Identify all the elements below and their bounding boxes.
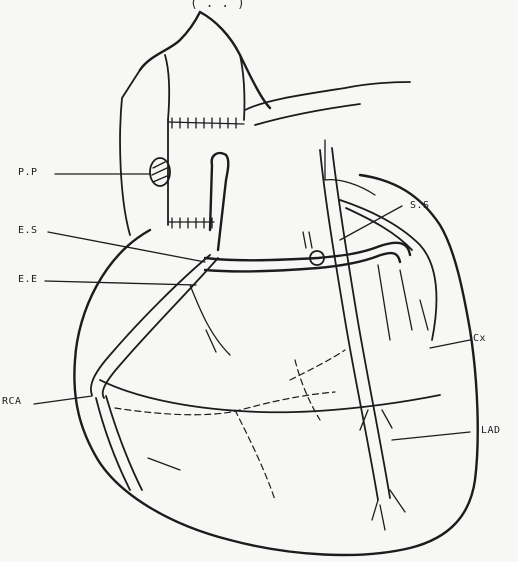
leader-ee [45, 281, 196, 285]
rca-marginal [148, 458, 180, 470]
leader-lad [392, 432, 470, 440]
rca-descending [96, 396, 142, 490]
cx-branches [378, 265, 428, 340]
posterior-branch-dashed-1 [235, 410, 275, 500]
label-cx: Cx [473, 333, 486, 345]
label-ss: S.S [410, 200, 430, 212]
stenosis-markers [303, 232, 312, 248]
lad-branches [360, 410, 405, 530]
leader-es [48, 232, 205, 262]
patch-hatching [152, 162, 167, 182]
label-es: E.S [18, 225, 38, 237]
heart-outline [74, 175, 477, 555]
aortic-arch-upper [165, 55, 245, 120]
left-anterior-descending [320, 148, 390, 500]
rca-branch [190, 285, 230, 355]
suture-lower-ticks [172, 218, 212, 228]
label-rca: RCA [2, 396, 22, 408]
translocation-tube [205, 243, 410, 272]
posterior-branch-dashed-3 [290, 350, 345, 380]
aorta [140, 12, 270, 108]
label-pp: P.P [18, 167, 38, 179]
leader-cx [430, 340, 470, 348]
leader-rca [34, 396, 92, 404]
circumflex-artery [340, 200, 436, 340]
aorta-right [245, 82, 410, 125]
heart-base-contour [100, 380, 440, 412]
pulmonary-trunk [120, 70, 168, 235]
label-ee: E.E [18, 274, 38, 286]
right-coronary-artery [91, 255, 218, 398]
label-lad: LAD [481, 425, 501, 437]
coronary-button [210, 153, 228, 250]
